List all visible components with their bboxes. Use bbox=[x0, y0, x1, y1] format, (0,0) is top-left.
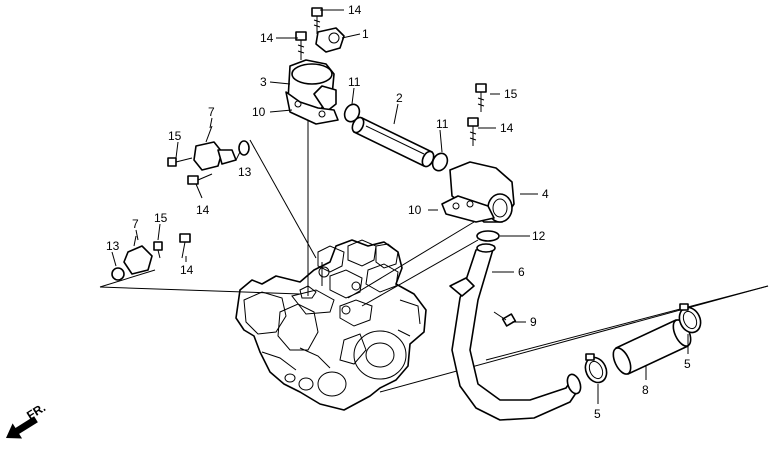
o-ring-11-upper bbox=[343, 103, 361, 123]
hose-clamp-5-lower bbox=[584, 353, 608, 384]
bolt-14-right bbox=[467, 117, 479, 146]
callout-labels: 14 1 14 3 11 2 10 15 14 7 13 11 4 15 14 … bbox=[106, 3, 691, 421]
callout-15c: 15 bbox=[154, 211, 168, 225]
callout-11a: 11 bbox=[348, 75, 361, 89]
callout-9: 9 bbox=[530, 315, 537, 329]
callout-15b: 15 bbox=[504, 87, 518, 101]
hose-8 bbox=[612, 319, 692, 375]
callout-10b: 10 bbox=[408, 203, 422, 217]
bolt-14-left-upper bbox=[187, 173, 213, 185]
water-pipe-2 bbox=[351, 116, 435, 168]
callout-1: 1 bbox=[362, 27, 369, 41]
bolt-14-left-lower bbox=[179, 233, 191, 259]
callout-7a: 7 bbox=[208, 105, 215, 119]
callout-14c: 14 bbox=[196, 203, 210, 217]
bolt-15-left-lower bbox=[153, 241, 163, 259]
callout-14e: 14 bbox=[180, 263, 194, 277]
o-ring-13-upper bbox=[238, 140, 250, 156]
callout-14b: 14 bbox=[260, 31, 274, 45]
callout-leaders bbox=[111, 9, 689, 404]
bolt-15-left-upper bbox=[167, 157, 193, 167]
callout-5b: 5 bbox=[684, 357, 691, 371]
front-arrow-icon bbox=[5, 416, 38, 439]
callout-10a: 10 bbox=[252, 105, 266, 119]
callout-13a: 13 bbox=[238, 165, 252, 179]
o-ring-13-lower bbox=[111, 267, 125, 281]
callout-8: 8 bbox=[642, 383, 649, 397]
callout-6: 6 bbox=[518, 265, 525, 279]
joint-7-upper bbox=[193, 125, 237, 171]
upper-water-outlet-joint bbox=[285, 27, 345, 125]
callout-12: 12 bbox=[532, 229, 546, 243]
flange-bolt-14-left bbox=[295, 31, 307, 60]
water-hose-6 bbox=[449, 243, 582, 421]
callout-15a: 15 bbox=[168, 129, 182, 143]
callout-14d: 14 bbox=[500, 121, 514, 135]
hose-clamp-5-upper bbox=[678, 303, 702, 334]
o-ring-11-lower bbox=[431, 152, 449, 172]
front-direction-indicator: FR. bbox=[5, 400, 48, 439]
lower-water-joint-4 bbox=[441, 161, 515, 223]
callout-5a: 5 bbox=[594, 407, 601, 421]
callout-11b: 11 bbox=[436, 117, 449, 131]
engine-block bbox=[235, 239, 427, 411]
bolt-15-right bbox=[475, 83, 487, 112]
bolt-9 bbox=[493, 311, 517, 327]
callout-13b: 13 bbox=[106, 239, 120, 253]
callout-4: 4 bbox=[542, 187, 549, 201]
callout-14a: 14 bbox=[348, 3, 362, 17]
front-label: FR. bbox=[24, 400, 48, 422]
flange-bolt-14-top bbox=[311, 7, 323, 34]
callout-7b: 7 bbox=[132, 217, 139, 231]
callout-3: 3 bbox=[260, 75, 267, 89]
assembly-lines bbox=[99, 110, 769, 393]
o-ring-12 bbox=[476, 230, 500, 242]
joint-7-lower bbox=[123, 235, 153, 275]
callout-2: 2 bbox=[396, 91, 403, 105]
